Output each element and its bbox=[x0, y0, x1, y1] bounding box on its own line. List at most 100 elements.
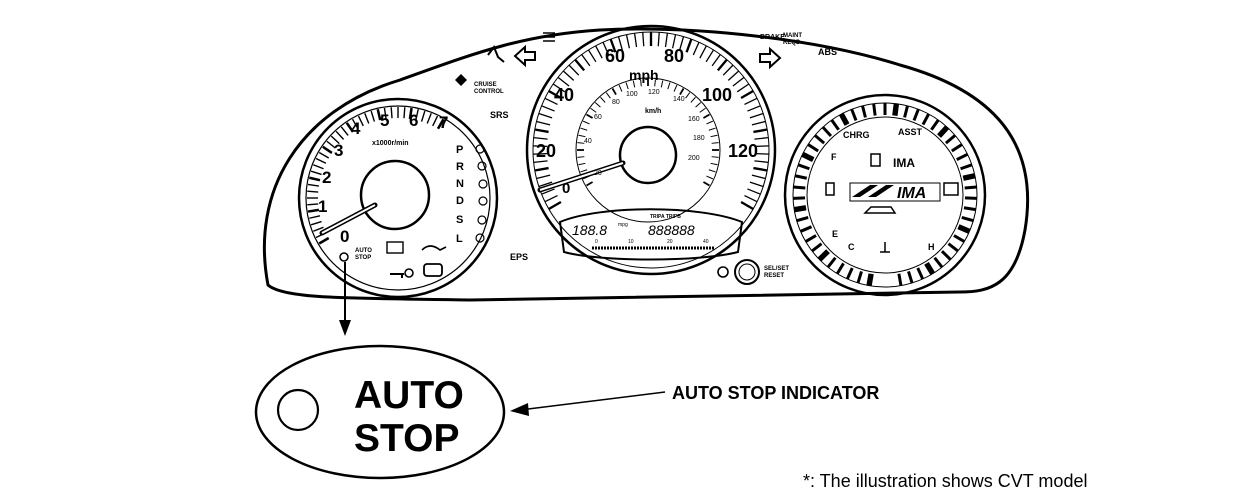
tick-mark bbox=[897, 273, 903, 286]
mph-40: 40 bbox=[554, 85, 574, 105]
svg-text:D: D bbox=[456, 195, 464, 207]
svg-text:120: 120 bbox=[648, 89, 660, 96]
tick-mark bbox=[711, 142, 719, 144]
cruise-control-1: CRUISE bbox=[474, 82, 497, 88]
sel-reset-label-1: SEL/SET bbox=[764, 266, 789, 272]
tick-mark bbox=[538, 181, 553, 188]
brake-indicator: BRAKE bbox=[760, 34, 785, 41]
svg-text:160: 160 bbox=[688, 116, 700, 123]
seatbelt-icon bbox=[487, 44, 505, 63]
tick-mark bbox=[807, 143, 819, 153]
svg-text:P: P bbox=[456, 144, 463, 156]
maint-indicator-1: MAINT bbox=[783, 33, 802, 39]
svg-text:140: 140 bbox=[673, 96, 685, 103]
tick-mark bbox=[740, 89, 754, 100]
tick-mark bbox=[580, 127, 588, 131]
tick-mark bbox=[830, 119, 840, 131]
tick-mark bbox=[625, 82, 629, 90]
tick-mark bbox=[660, 80, 664, 88]
tick-mark bbox=[364, 113, 370, 124]
mph-60: 60 bbox=[605, 46, 625, 66]
tick-mark bbox=[706, 175, 714, 180]
tick-mark bbox=[826, 256, 837, 269]
tick-mark bbox=[600, 96, 606, 103]
tick-mark bbox=[640, 79, 642, 87]
tick-mark bbox=[544, 195, 558, 203]
tick-mark bbox=[611, 88, 617, 96]
svg-text:R: R bbox=[456, 161, 464, 173]
speedo-unit-kmh: km/h bbox=[645, 108, 661, 115]
tick-mark bbox=[856, 271, 863, 284]
tick-mark bbox=[716, 58, 728, 72]
tick-mark bbox=[850, 108, 858, 121]
tach-num-3: 3 bbox=[334, 141, 343, 160]
auto-stop-lamp-enlarged bbox=[276, 388, 320, 432]
tach-num-4: 4 bbox=[351, 119, 361, 138]
tick-mark bbox=[933, 256, 944, 269]
right-turn-arrow bbox=[759, 46, 782, 70]
tach-num-7: 7 bbox=[439, 113, 448, 132]
tick-mark bbox=[534, 128, 549, 134]
battery-gauge-icon bbox=[943, 182, 959, 196]
tick-mark bbox=[753, 166, 768, 172]
tick-mark bbox=[587, 49, 597, 63]
chrg-label: CHRG bbox=[843, 130, 870, 140]
tick-mark bbox=[557, 76, 570, 87]
tick-mark bbox=[633, 33, 638, 48]
tach-num-0: 0 bbox=[340, 227, 349, 246]
tick-mark bbox=[536, 120, 551, 126]
tick-mark bbox=[903, 105, 909, 118]
tick-mark bbox=[605, 92, 611, 99]
tick-mark bbox=[586, 113, 594, 119]
tach-num-2: 2 bbox=[322, 168, 331, 187]
tick-mark bbox=[953, 234, 966, 243]
svg-text:200: 200 bbox=[688, 155, 700, 162]
svg-text:180: 180 bbox=[693, 135, 705, 142]
tick-mark bbox=[838, 112, 850, 126]
tick-mark bbox=[536, 174, 551, 180]
tick-mark bbox=[964, 185, 977, 190]
tick-mark bbox=[578, 134, 586, 138]
tick-mark bbox=[711, 54, 721, 67]
tick-mark bbox=[960, 163, 973, 171]
tick-mark bbox=[685, 92, 691, 99]
tach-unit-label: x1000r/min bbox=[372, 140, 409, 147]
tick-mark bbox=[307, 203, 319, 206]
tick-mark bbox=[548, 200, 562, 211]
mph-120: 120 bbox=[728, 141, 758, 161]
tick-mark bbox=[845, 267, 854, 280]
tick-mark bbox=[590, 107, 597, 113]
ima-gauge: CHRG ASST F E C H IMA IMA bbox=[783, 93, 987, 297]
oil-pressure-icon bbox=[421, 245, 447, 251]
svg-text:0: 0 bbox=[595, 239, 598, 245]
tick-mark bbox=[699, 45, 707, 59]
tick-mark bbox=[861, 105, 867, 118]
tach-num-5: 5 bbox=[380, 111, 389, 130]
mph-100: 100 bbox=[702, 85, 732, 105]
tick-mark bbox=[602, 41, 610, 56]
tick-mark bbox=[432, 115, 439, 127]
tick-mark bbox=[685, 38, 693, 53]
tick-mark bbox=[594, 102, 601, 108]
key-icon bbox=[390, 273, 404, 278]
svg-text:10: 10 bbox=[628, 239, 634, 245]
tick-mark bbox=[595, 45, 603, 59]
tick-mark bbox=[749, 181, 764, 188]
tick-mark bbox=[376, 109, 382, 121]
tick-mark bbox=[744, 195, 758, 203]
tick-mark bbox=[581, 54, 591, 67]
tick-mark bbox=[345, 122, 354, 133]
tick-mark bbox=[794, 174, 808, 180]
left-turn-arrow bbox=[513, 44, 536, 68]
tick-mark bbox=[793, 205, 807, 213]
callout-stop: STOP bbox=[354, 417, 459, 460]
tick-mark bbox=[921, 113, 930, 126]
tick-mark bbox=[408, 107, 413, 120]
tick-mark bbox=[753, 128, 768, 134]
speedo-outer-ticks bbox=[533, 32, 769, 211]
tach-auto-stop-small-2: STOP bbox=[355, 255, 371, 261]
tick-mark bbox=[580, 169, 588, 173]
tick-mark bbox=[749, 112, 764, 119]
tick-mark bbox=[817, 249, 830, 262]
tick-mark bbox=[695, 102, 702, 108]
